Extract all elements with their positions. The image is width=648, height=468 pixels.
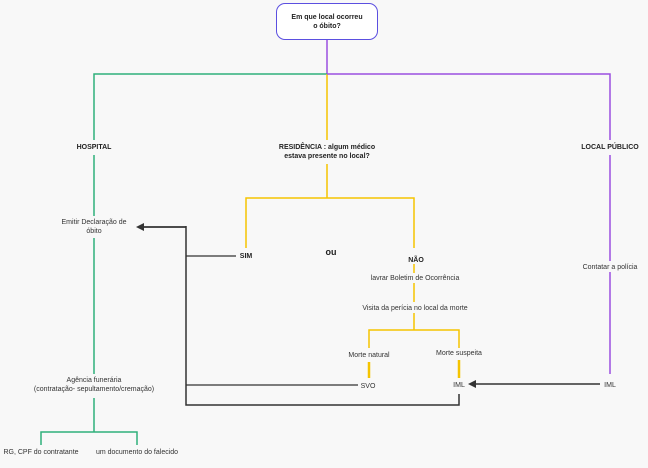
- arrow-to-emitir: [185, 226, 460, 406]
- branch-hospital: HOSPITAL: [76, 144, 112, 151]
- node-morte-suspeita: Morte suspeita: [436, 350, 482, 357]
- connector-residencia-split: [245, 164, 415, 248]
- branch-residencia: RESIDÊNCIA : algum médico estava present…: [279, 143, 375, 161]
- node-doc-falecido: um documento do falecido: [95, 449, 179, 456]
- start-question-line1: Em que local ocorreu: [291, 13, 363, 21]
- branch-residencia-line2: estava presente no local?: [284, 153, 370, 160]
- node-iml-publico: IML: [604, 382, 616, 389]
- node-boletim-ocorrencia: lavrar Boletim de Ocorrência: [370, 275, 460, 282]
- connector-to-local-publico: [327, 73, 611, 140]
- node-agencia-line1: Agência funerária: [66, 377, 122, 384]
- node-doc-contratante: RG, CPF do contratante: [3, 449, 79, 456]
- node-emitir-line1: Emitir Declaração de: [61, 219, 127, 226]
- node-svo: SVO: [360, 383, 376, 390]
- node-emitir-declaracao: Emitir Declaração de óbito: [62, 218, 127, 236]
- node-morte-natural: Morte natural: [348, 352, 390, 359]
- node-nao: NÃO: [408, 257, 424, 264]
- connector-agencia-docs: [40, 398, 138, 445]
- start-question-node: Em que local ocorreu o óbito?: [276, 3, 378, 40]
- node-agencia-line2: (contratação- sepultamento/cremação): [33, 386, 155, 393]
- start-question-line2: o óbito?: [313, 22, 341, 30]
- label-ou: ou: [325, 247, 337, 257]
- node-contatar-policia: Contatar a polícia: [582, 264, 638, 271]
- node-sim: SIM: [239, 253, 253, 260]
- node-emitir-line2: óbito: [86, 228, 102, 235]
- connector-pericia-split: [368, 313, 460, 348]
- connector-to-hospital: [93, 73, 327, 140]
- node-iml-residencia: IML: [453, 382, 465, 389]
- branch-residencia-line1: RESIDÊNCIA : algum médico: [278, 144, 376, 151]
- node-visita-pericia: Visita da perícia no local da morte: [362, 305, 468, 312]
- branch-local-publico: LOCAL PÚBLICO: [581, 144, 639, 151]
- node-agencia-funeraria: Agência funerária (contratação- sepultam…: [34, 376, 154, 394]
